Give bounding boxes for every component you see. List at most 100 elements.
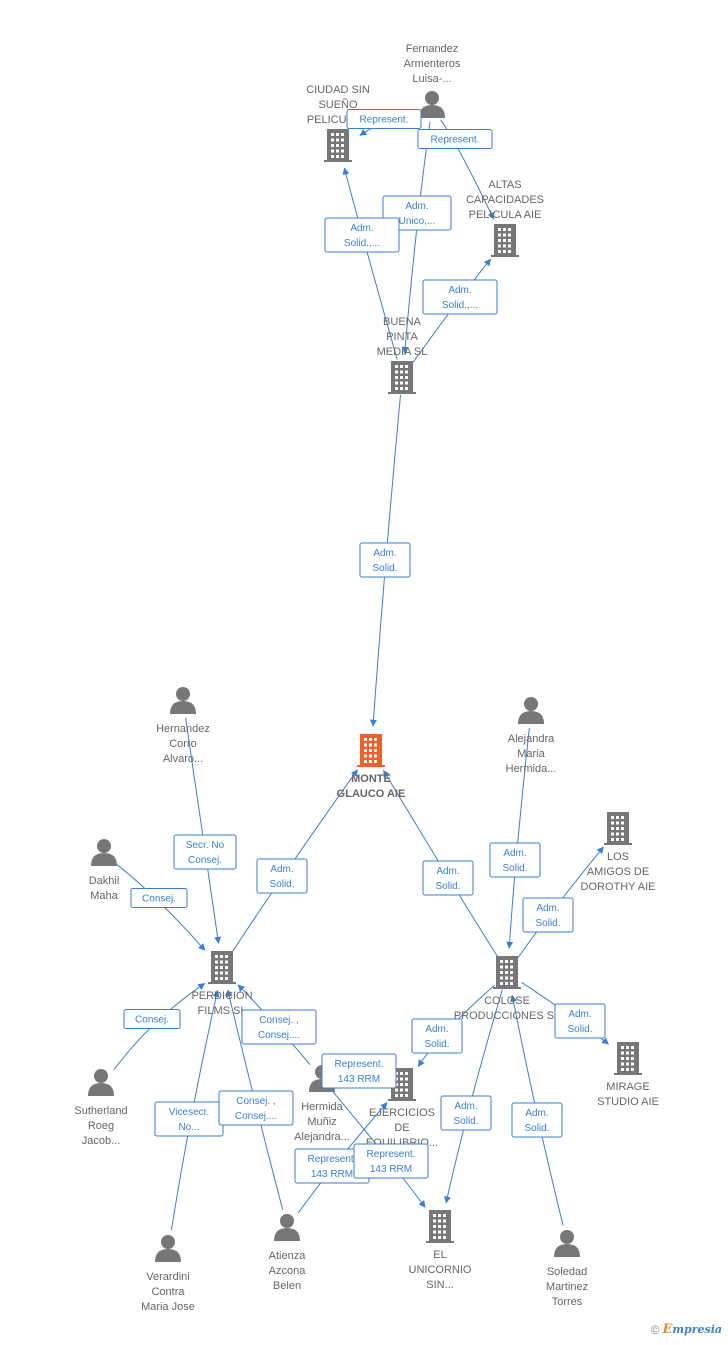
- relation-label-dakhil-perdicion[interactable]: Consej.: [130, 888, 188, 908]
- relation-label-text: Solid.: [453, 1116, 478, 1127]
- relation-label-text: 143 RRM: [370, 1164, 412, 1175]
- relation-label-buena-altas[interactable]: Adm. Solid.,...: [422, 279, 498, 315]
- building-icon: [604, 812, 632, 845]
- relation-label-text: Adm.: [425, 1024, 448, 1035]
- building-icon: [357, 734, 385, 767]
- node-unicornio[interactable]: ELUNICORNIOSIN...: [409, 1210, 472, 1291]
- relation-label-colose-mirage[interactable]: Adm.Solid.: [554, 1003, 606, 1039]
- person-icon: [170, 687, 196, 714]
- person-icon: [518, 697, 544, 724]
- node-label-line: Sutherland: [74, 1105, 127, 1117]
- building-icon: [493, 956, 521, 989]
- relation-label-text: Consej....: [258, 1030, 300, 1041]
- relation-label-text: No...: [178, 1122, 199, 1133]
- node-label-line: Torres: [552, 1296, 583, 1308]
- node-label-line: Atienza: [269, 1250, 307, 1262]
- node-label-line: MIRAGE: [606, 1081, 649, 1093]
- node-alejandra[interactable]: AlejandraMariaHermida...: [506, 697, 557, 775]
- node-label-line: CAPACIDADES: [466, 194, 544, 206]
- relation-label-text: Adm.: [503, 848, 526, 859]
- node-label-line: Corro: [169, 738, 197, 750]
- node-label-line: Maha: [90, 890, 118, 902]
- node-label-line: DE: [394, 1122, 409, 1134]
- node-label-line: COLOSE: [484, 995, 530, 1007]
- relation-label-text: Adm.: [270, 864, 293, 875]
- relation-label-colose-losamigos[interactable]: Adm. Solid.: [522, 897, 574, 933]
- node-label-line: Roeg: [88, 1120, 114, 1132]
- relation-label-text: Represent.: [335, 1059, 384, 1070]
- node-label-line: Armenteros: [404, 58, 461, 70]
- node-label-line: Alejandra...: [294, 1131, 350, 1143]
- relation-label-text: Consej.: [135, 1015, 169, 1026]
- node-sutherland[interactable]: SutherlandRoegJacob...: [74, 1069, 128, 1147]
- relation-label-text: Solid.: [535, 918, 560, 929]
- relation-label-sutherland-perdicion[interactable]: Consej.: [123, 1009, 181, 1029]
- relation-label-text: Adm.: [536, 903, 559, 914]
- relation-label-hermidamuniz-unicornio[interactable]: Represent. 143 RRM: [353, 1143, 429, 1179]
- node-label-line: Jacob...: [82, 1135, 121, 1147]
- relation-label-text: Represent.: [431, 135, 480, 146]
- relation-label-buena-ciudad[interactable]: Adm.Solid.,...: [324, 217, 400, 253]
- relation-label-alejandra-colose[interactable]: Adm.Solid.: [489, 842, 541, 878]
- relation-edge-fernandez-altas: [440, 119, 495, 220]
- relation-label-verardini-perdicion[interactable]: Vicesecr. No...: [154, 1101, 224, 1137]
- relation-label-text: Consej....: [235, 1111, 277, 1122]
- node-label-line: Alvaro...: [163, 753, 203, 765]
- node-label-line: Maria: [517, 748, 545, 760]
- relation-label-colose-unicornio[interactable]: Adm. Solid.: [440, 1095, 492, 1131]
- person-icon: [274, 1214, 300, 1241]
- person-icon: [91, 839, 117, 866]
- node-label-line: SIN...: [426, 1279, 454, 1291]
- node-label-line: ALTAS: [488, 179, 521, 191]
- relation-label-perdicion-monte[interactable]: Adm.Solid.: [256, 858, 308, 894]
- relation-label-hernandez-perdicion[interactable]: Secr. No Consej.: [173, 834, 237, 870]
- node-label-line: SUEÑO: [318, 98, 358, 111]
- relation-label-atienza-perdicion[interactable]: Consej. ,Consej....: [218, 1090, 294, 1126]
- empresia-logo[interactable]: Empresia: [662, 1322, 722, 1337]
- relation-label-atienza-ejercicios[interactable]: Represent.143 RRM: [294, 1148, 370, 1184]
- relation-label-fernandez-buena[interactable]: Adm.Unico,...: [382, 195, 452, 231]
- relation-label-text: Unico,...: [399, 216, 436, 227]
- relation-label-text: Adm.: [454, 1101, 477, 1112]
- relation-label-fernandez-altas[interactable]: Represent.: [417, 129, 493, 149]
- relation-label-text: Secr. No: [186, 840, 225, 851]
- relation-label-text: Adm.: [373, 548, 396, 559]
- relation-label-buena-monte[interactable]: Adm.Solid.: [359, 542, 411, 578]
- relation-label-soledad-colose[interactable]: Adm.Solid.: [511, 1102, 563, 1138]
- node-fernandez[interactable]: FernandezArmenterosLuisa-...: [404, 43, 461, 118]
- brand-rest: mpresia: [672, 1323, 722, 1336]
- relation-label-text: Represent.: [367, 1149, 416, 1160]
- relation-label-fernandez-ciudad[interactable]: Represent.: [346, 109, 422, 129]
- relation-label-text: Adm.: [448, 285, 471, 296]
- relation-label-text: Solid.: [524, 1123, 549, 1134]
- relation-label-hermidamuniz-perdicion[interactable]: Consej. ,Consej....: [241, 1009, 317, 1045]
- relation-label-text: Vicesecr.: [169, 1107, 209, 1118]
- node-label-line: AMIGOS DE: [587, 866, 649, 878]
- node-label-line: Hernandez: [156, 723, 210, 735]
- relation-label-text: Solid.: [424, 1039, 449, 1050]
- building-icon: [208, 951, 236, 984]
- relation-label-text: Consej.: [188, 855, 222, 866]
- relation-label-hermidamuniz-ejercicios[interactable]: Represent.143 RRM: [321, 1053, 397, 1089]
- node-label-line: Luisa-...: [412, 73, 451, 85]
- brand-initial: E: [662, 1322, 673, 1337]
- node-hernandez[interactable]: HernandezCorroAlvaro...: [156, 687, 210, 765]
- node-label-line: PRODUCCIONES SL: [454, 1010, 560, 1022]
- node-colose[interactable]: COLOSE PRODUCCIONES SL: [454, 956, 560, 1022]
- relation-label-colose-monte[interactable]: Adm.Solid.: [422, 860, 474, 896]
- building-icon: [614, 1042, 642, 1075]
- relation-label-colose-ejercicios[interactable]: Adm. Solid.: [411, 1018, 463, 1054]
- relation-label-text: Solid.,...: [442, 300, 478, 311]
